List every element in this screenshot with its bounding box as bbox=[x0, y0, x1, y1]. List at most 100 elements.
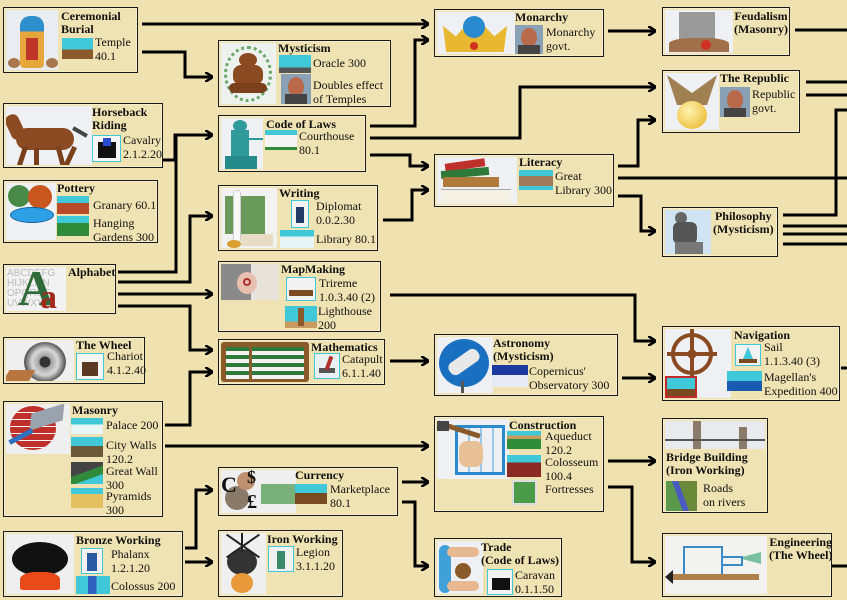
tech-engineering[interactable]: Engineering (The Wheel) bbox=[662, 533, 832, 597]
tech-title: Trade (Code of Laws) bbox=[481, 540, 559, 567]
tech-astronomy[interactable]: Astronomy (Mysticism) Copernicus' Observ… bbox=[434, 334, 618, 396]
tech-literacy[interactable]: Literacy Great Library 300 bbox=[434, 154, 614, 207]
unlock-library: Library 80.1 bbox=[316, 232, 376, 246]
unlock-phalanx: Phalanx 1.2.1.20 bbox=[111, 547, 150, 575]
tech-title: The Republic bbox=[720, 71, 790, 85]
map-icon bbox=[221, 264, 279, 300]
magellan-ship-icon bbox=[727, 371, 762, 391]
tech-title: Philosophy (Mysticism) bbox=[713, 209, 774, 236]
cavalry-icon bbox=[92, 135, 121, 162]
hanging-gardens-icon bbox=[57, 216, 89, 236]
tech-currency[interactable]: C $ £ Currency Marketplace 80.1 bbox=[218, 467, 398, 516]
tech-construction[interactable]: Construction Aqueduct 120.2 Colosseum 10… bbox=[434, 416, 604, 512]
unlock-oracle: Oracle 300 bbox=[313, 56, 366, 70]
statue-of-justice-icon bbox=[221, 118, 263, 169]
trireme-badge-icon bbox=[665, 376, 697, 398]
unlock-sail: Sail 1.1.3.40 (3) bbox=[764, 340, 820, 368]
tech-writing[interactable]: Writing Diplomat 0.0.2.30 Library 80.1 bbox=[218, 185, 378, 251]
tech-title: Construction bbox=[509, 418, 577, 432]
unlock-colosseum: Colosseum 100.4 bbox=[545, 455, 599, 483]
chariot-icon bbox=[76, 353, 104, 380]
tech-monarchy[interactable]: Monarchy Monarchy govt. bbox=[434, 9, 604, 57]
crown-icon bbox=[437, 12, 515, 54]
tech-title: The Wheel bbox=[76, 338, 132, 352]
advisor-portrait-icon bbox=[281, 74, 311, 104]
tech-title: Feudalism (Masonry) bbox=[734, 9, 788, 36]
tech-title: Mathematics bbox=[311, 340, 378, 354]
palace-icon bbox=[71, 418, 103, 434]
tech-title: Iron Working bbox=[267, 532, 338, 546]
tech-trade[interactable]: Trade (Code of Laws) Caravan 0.1.1.50 bbox=[434, 538, 562, 597]
unlock-temple: Temple 40.1 bbox=[95, 35, 131, 63]
observatory-icon bbox=[492, 365, 528, 387]
tech-title: Astronomy (Mysticism) bbox=[493, 336, 554, 363]
tech-title: Horseback Riding bbox=[92, 105, 148, 132]
tech-bronze-working[interactable]: Bronze Working Phalanx 1.2.1.20 Colossus… bbox=[3, 531, 183, 597]
unlock-copernicus: Copernicus' Observatory 300 bbox=[529, 364, 610, 392]
advisor-portrait-icon bbox=[720, 87, 750, 117]
eagle-globe-icon bbox=[665, 73, 719, 130]
unlock-legion: Legion 3.1.1.20 bbox=[296, 545, 335, 573]
unlock-great-wall: Great Wall 300 bbox=[106, 464, 158, 492]
suspension-bridge-icon bbox=[665, 421, 765, 449]
unlock-trireme: Trireme 1.0.3.40 (2) bbox=[319, 276, 375, 304]
unlock-granary: Granary 60.1 bbox=[93, 198, 157, 212]
temple-icon bbox=[62, 38, 93, 59]
unlock-doubles-temples: Doubles effect of Temples bbox=[313, 78, 384, 106]
great-wall-icon bbox=[71, 462, 103, 484]
unlock-catapult: Catapult 6.1.1.40 bbox=[342, 352, 383, 380]
stone-wheel-icon bbox=[6, 340, 74, 381]
tech-code-of-laws[interactable]: Code of Laws Courthouse 80.1 bbox=[218, 115, 366, 172]
tech-horseback-riding[interactable]: Horseback Riding Cavalry 2.1.2.20 bbox=[3, 103, 163, 168]
unlock-lighthouse: Lighthouse 200 bbox=[318, 304, 372, 332]
tech-title: Code of Laws bbox=[266, 117, 337, 131]
tech-philosophy[interactable]: Philosophy (Mysticism) bbox=[662, 207, 778, 257]
tech-masonry[interactable]: Masonry Palace 200 City Walls 120.2 Grea… bbox=[3, 401, 163, 517]
granary-icon bbox=[57, 196, 89, 214]
unlock-marketplace: Marketplace 80.1 bbox=[330, 482, 390, 510]
quill-icon bbox=[221, 188, 277, 248]
unlock-courthouse: Courthouse 80.1 bbox=[299, 129, 355, 157]
unlock-pyramids: Pyramids 300 bbox=[106, 489, 152, 517]
unlock-aqueduct: Aqueduct 120.2 bbox=[545, 429, 592, 457]
lighthouse-icon bbox=[285, 306, 317, 328]
colossus-icon bbox=[76, 576, 110, 594]
aqueduct-icon bbox=[507, 431, 541, 449]
library-icon bbox=[280, 230, 314, 248]
caravan-icon bbox=[487, 569, 513, 595]
tech-iron-working[interactable]: Iron Working Legion 3.1.1.20 bbox=[218, 530, 343, 597]
unlock-caravan: Caravan 0.1.1.50 bbox=[515, 568, 555, 596]
city-walls-icon bbox=[71, 437, 103, 457]
tech-title: Alphabet bbox=[68, 265, 116, 279]
tech-navigation[interactable]: Navigation Sail 1.1.3.40 (3) Magellan's … bbox=[662, 326, 840, 401]
tech-title: Masonry bbox=[72, 403, 118, 417]
tech-ceremonial-burial[interactable]: Ceremonial Burial Temple 40.1 bbox=[3, 7, 138, 73]
unlock-palace: Palace 200 bbox=[106, 418, 159, 432]
tech-title: Currency bbox=[295, 468, 345, 482]
tech-mathematics[interactable]: Mathematics Catapult 6.1.1.40 bbox=[218, 339, 385, 385]
unlock-monarchy-govt: Monarchy govt. bbox=[546, 25, 596, 53]
sail-ship-icon bbox=[735, 344, 761, 366]
coins-icon: C $ £ bbox=[221, 470, 296, 513]
abacus-icon bbox=[221, 342, 309, 382]
ship-wheel-icon bbox=[665, 329, 731, 398]
tech-bridge-building[interactable]: Bridge Building (Iron Working) Roads on … bbox=[662, 418, 768, 513]
tech-the-wheel[interactable]: The Wheel Chariot 4.1.2.40 bbox=[3, 337, 146, 384]
tech-feudalism[interactable]: Feudalism (Masonry) bbox=[662, 7, 790, 56]
meditating-figure-icon bbox=[221, 43, 276, 104]
blueprint-icon bbox=[665, 536, 767, 594]
unlock-colossus: Colossus 200 bbox=[111, 579, 176, 593]
unlock-roads-on-rivers: Roads on rivers bbox=[703, 481, 746, 509]
tech-mysticism[interactable]: Mysticism Oracle 300 Doubles effect of T… bbox=[218, 40, 391, 107]
tech-title: Literacy bbox=[519, 155, 563, 169]
trireme-icon bbox=[286, 277, 316, 301]
unlock-republic-govt: Republic govt. bbox=[752, 87, 796, 115]
tech-pottery[interactable]: Pottery Granary 60.1 Hanging Gardens 300 bbox=[3, 180, 158, 243]
tech-title: Bridge Building (Iron Working) bbox=[666, 450, 748, 477]
unlock-city-walls: City Walls 120.2 bbox=[106, 438, 157, 466]
tech-the-republic[interactable]: The Republic Republic govt. bbox=[662, 70, 800, 133]
trade-hands-icon bbox=[437, 541, 483, 594]
oracle-icon bbox=[279, 55, 311, 73]
tech-mapmaking[interactable]: MapMaking Trireme 1.0.3.40 (2) Lighthous… bbox=[218, 261, 381, 332]
